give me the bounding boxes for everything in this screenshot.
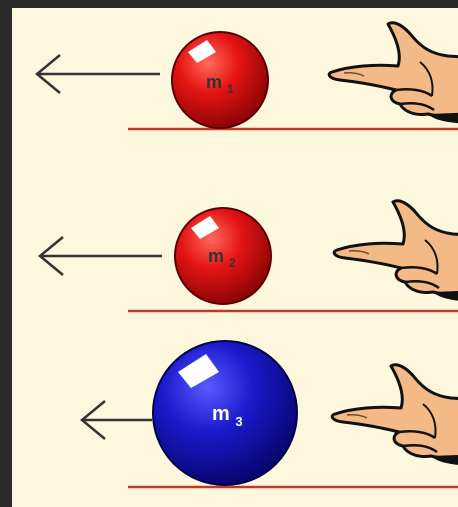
ball-label-m3: m xyxy=(212,403,230,425)
ball-label-m1: m xyxy=(206,72,222,92)
ball-subscript-3: 3 xyxy=(235,414,242,429)
row-2: m 2 xyxy=(38,199,458,313)
pointing-hand-icon xyxy=(332,199,458,304)
svg-text:m 2: m 2 xyxy=(208,246,236,270)
row-3: m 3 xyxy=(80,340,458,489)
ball-highlight xyxy=(191,216,219,239)
pointing-hand-icon xyxy=(327,21,458,126)
ball-label-m2: m xyxy=(208,246,224,266)
ball-m1: m 1 xyxy=(171,31,269,129)
ball-m2: m 2 xyxy=(174,207,272,305)
left-arrow-3 xyxy=(80,400,152,440)
ball-highlight xyxy=(178,354,219,388)
left-arrow-2 xyxy=(38,236,162,276)
ball-m3: m 3 xyxy=(152,340,298,486)
ball-subscript-2: 2 xyxy=(229,256,236,270)
pointing-hand-icon xyxy=(330,363,458,468)
ball-highlight xyxy=(188,40,216,63)
row-1: m 1 xyxy=(35,21,458,131)
left-arrow-1 xyxy=(35,54,160,94)
svg-text:m 3: m 3 xyxy=(212,403,243,429)
svg-text:m 1: m 1 xyxy=(206,72,234,96)
ball-subscript-1: 1 xyxy=(227,82,234,96)
